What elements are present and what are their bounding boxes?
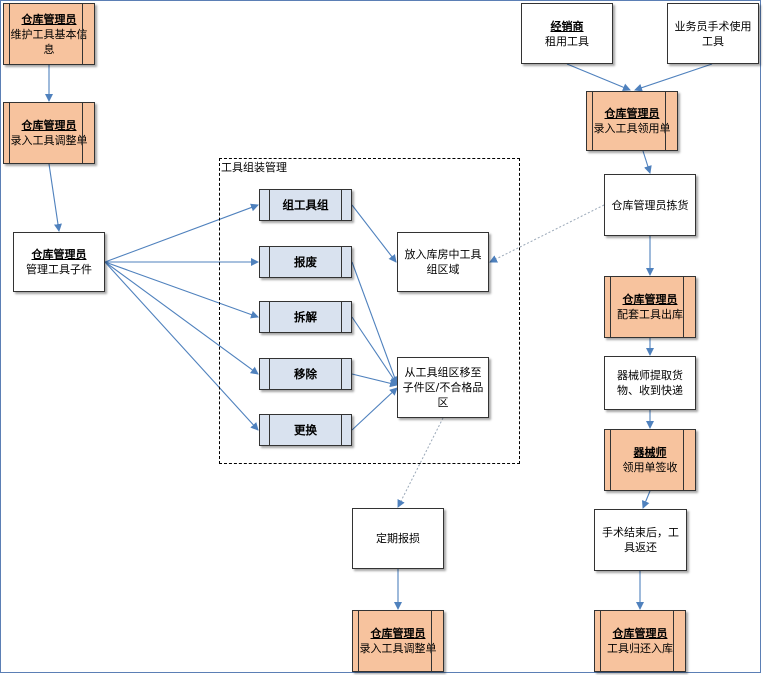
node-text: 拆解 — [294, 309, 317, 324]
group-label: 工具组装管理 — [221, 161, 287, 174]
node-text: 工具归还入库 — [607, 642, 673, 655]
link-scrap-to-moveout — [351, 261, 399, 385]
node-return-to-stock: 仓库管理员 工具归还入库 — [594, 610, 686, 672]
process-dismantle: 拆解 — [259, 301, 352, 333]
node-sign-form: 器械师 领用单签收 — [604, 429, 696, 491]
node-move-to-subpart-area: 从工具组区移至子件区/不合格品区 — [397, 357, 489, 418]
node-manage-subparts: 仓库管理员 管理工具子件 — [13, 232, 105, 292]
node-text: 租用工具 — [545, 34, 589, 48]
node-text: 录入工具领用单 — [593, 122, 671, 135]
node-technician-receive: 器械师提取货物、收到快递 — [604, 356, 696, 410]
link-pick-to-putin — [489, 204, 605, 263]
node-text: 仓库管理员拣货 — [611, 198, 689, 212]
link-remove-to-moveout — [351, 373, 398, 388]
node-role: 仓库管理员 — [604, 107, 660, 120]
node-enter-borrow-form: 仓库管理员 录入工具领用单 — [586, 91, 678, 151]
process-replace: 更换 — [259, 414, 352, 446]
node-put-into-group-area: 放入库房中工具组区域 — [397, 232, 489, 292]
node-text: 移除 — [294, 366, 317, 381]
node-role: 器械师 — [633, 446, 667, 459]
link-sign-to-return — [641, 490, 651, 509]
link-dismantle-to-moveout — [351, 316, 398, 385]
link-sub-to-remove — [104, 261, 259, 375]
link-dealer-to-borrow — [566, 63, 631, 92]
process-scrap: 报废 — [259, 246, 352, 278]
node-enter-adjustment-bottom: 仓库管理员 录入工具调整单 — [352, 610, 444, 672]
node-text: 报废 — [294, 254, 317, 269]
node-role: 经销商 — [550, 19, 584, 33]
node-text: 定期报损 — [376, 532, 420, 545]
link-adjust-to-sub — [48, 163, 62, 232]
node-text: 放入库房中工具组区域 — [404, 248, 482, 276]
node-text: 更换 — [294, 422, 317, 437]
node-text: 领用单签收 — [622, 461, 678, 474]
node-role: 仓库管理员 — [622, 293, 678, 306]
node-text: 业务员手术使用工具 — [674, 19, 752, 48]
node-text: 配套工具出库 — [617, 308, 683, 321]
link-assemble-to-putin — [351, 204, 397, 263]
node-role: 仓库管理员 — [370, 627, 426, 640]
node-text: 组工具组 — [282, 197, 329, 212]
node-text: 管理工具子件 — [26, 263, 92, 276]
node-text: 维护工具基本信息 — [10, 27, 88, 56]
node-text: 录入工具调整单 — [10, 134, 88, 147]
link-salesman-to-borrow — [634, 63, 713, 92]
link-sub-to-replace — [104, 261, 259, 431]
node-role: 仓库管理员 — [612, 627, 668, 640]
link-sub-to-assemble — [104, 203, 259, 263]
node-salesman-use: 业务员手术使用工具 — [667, 3, 759, 64]
node-text: 器械师提取货物、收到快递 — [617, 369, 683, 397]
tool-group-management-boundary — [219, 158, 520, 464]
node-maintain-tool-info: 仓库管理员 维护工具基本信息 — [3, 3, 95, 65]
link-sub-to-dismantle — [104, 261, 259, 319]
process-assemble: 组工具组 — [259, 189, 352, 221]
node-text: 手术结束后，工具返还 — [602, 526, 679, 554]
node-text: 从工具组区移至子件区/不合格品区 — [402, 366, 484, 409]
node-dealer-rent: 经销商 租用工具 — [521, 3, 613, 64]
node-periodic-loss-report: 定期报损 — [352, 508, 444, 569]
link-replace-to-moveout — [351, 387, 398, 431]
node-return-after-surgery: 手术结束后，工具返还 — [594, 509, 687, 571]
process-remove: 移除 — [259, 358, 352, 390]
link-moveout-to-periodic — [397, 417, 444, 508]
node-picking: 仓库管理员拣货 — [604, 174, 696, 236]
node-role: 仓库管理员 — [31, 248, 87, 261]
node-text: 录入工具调整单 — [359, 642, 437, 655]
node-enter-adjustment-top: 仓库管理员 录入工具调整单 — [3, 102, 95, 164]
node-ship-out: 仓库管理员 配套工具出库 — [604, 276, 696, 338]
node-role: 仓库管理员 — [21, 12, 77, 26]
node-role: 仓库管理员 — [21, 119, 77, 132]
link-borrow-to-pick — [642, 150, 652, 174]
